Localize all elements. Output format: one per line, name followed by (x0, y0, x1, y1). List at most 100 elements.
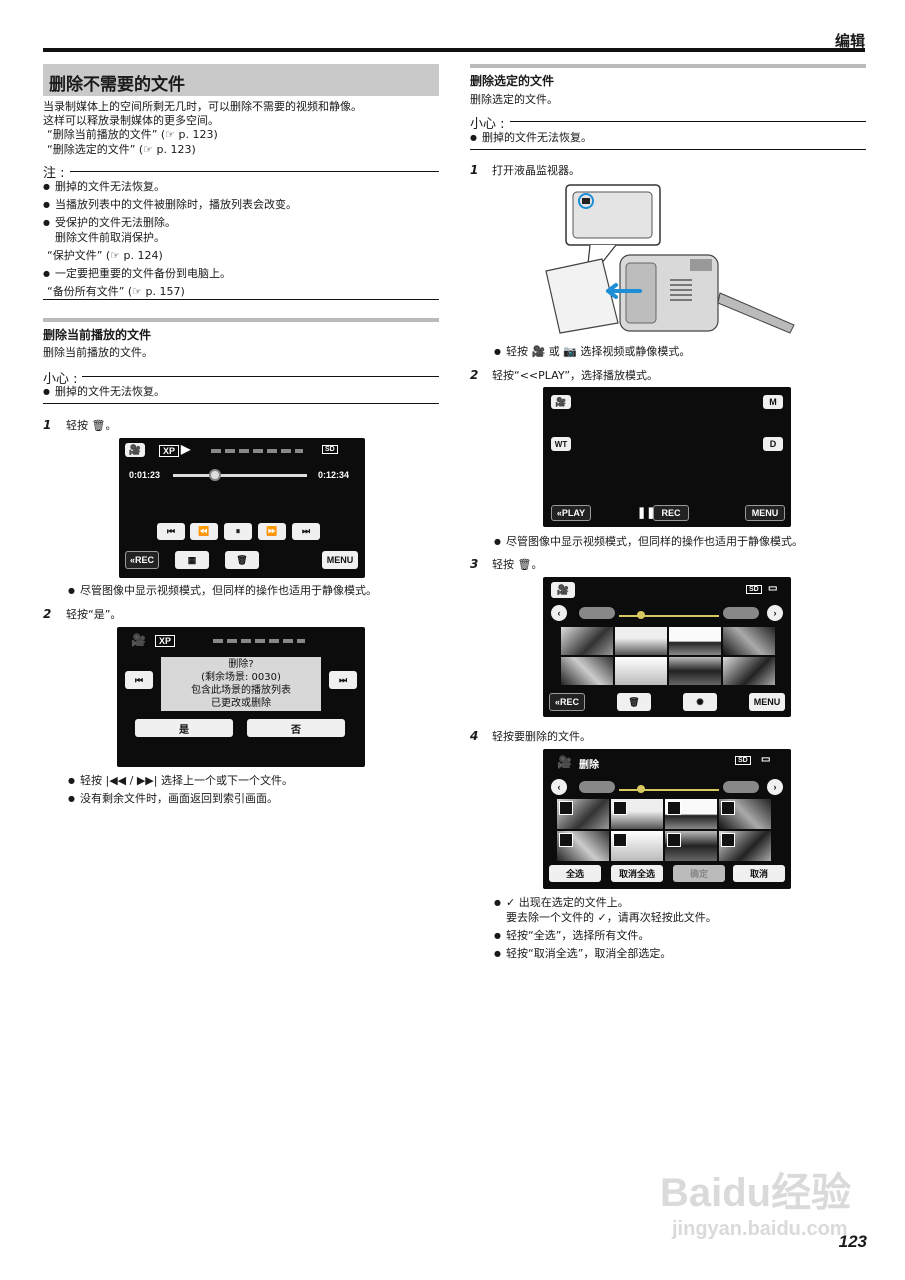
m-button[interactable]: M (763, 395, 783, 409)
file-info-bar (213, 639, 305, 643)
battery-icon: ▭ (768, 583, 778, 594)
confirm-button[interactable]: 确定 (673, 865, 725, 882)
section-desc: 删除选定的文件。 (470, 93, 558, 106)
select-checkbox[interactable] (613, 801, 627, 815)
select-all-button[interactable]: 全选 (549, 865, 601, 882)
video-mode-icon: 🎥 (557, 755, 572, 769)
timeline-bar (619, 615, 719, 617)
prev-page-icon[interactable]: ‹ (551, 605, 567, 621)
menu-button[interactable]: MENU (745, 505, 785, 521)
main-title-bar (43, 64, 439, 96)
cancel-button[interactable]: 取消 (733, 865, 785, 882)
ref-link-protect[interactable]: “保护文件” (☞ p. 124) (47, 249, 163, 262)
caution-item: 删掉的文件无法恢复。 (43, 385, 165, 399)
rec-button[interactable]: «REC (125, 551, 159, 569)
seek-bar[interactable] (173, 474, 307, 477)
trash-button[interactable]: 🗑 (617, 693, 651, 711)
note-end-rule (43, 299, 439, 300)
effect-button[interactable]: ✺ (683, 693, 717, 711)
rec-button[interactable]: «REC (549, 693, 585, 711)
next-file-button[interactable]: ⏭ (329, 671, 357, 689)
caution-heading: 小心 : (470, 117, 505, 132)
section-title-selected: 删除选定的文件 (470, 74, 555, 88)
record-screen: 🎥 M WT D «PLAY ❚❚ REC MENU (543, 387, 791, 527)
select-checkbox[interactable] (667, 801, 681, 815)
note-item: 受保护的文件无法删除。 (43, 216, 176, 230)
deselect-all-button[interactable]: 取消全选 (611, 865, 663, 882)
next-page-icon[interactable]: › (767, 779, 783, 795)
select-checkbox[interactable] (721, 801, 735, 815)
ref-link-selected[interactable]: “删除选定的文件” (☞ p. 123) (47, 143, 196, 156)
index-view-button[interactable]: ▦ (175, 551, 209, 569)
rewind-button[interactable]: ⏪ (190, 523, 218, 540)
step-text: 轻按 🗑。 (66, 419, 117, 432)
thumbnail[interactable] (723, 627, 775, 655)
thumbnail[interactable] (723, 657, 775, 685)
step-number: 2 (43, 607, 52, 621)
video-mode-icon[interactable]: 🎥 (551, 582, 575, 598)
skip-back-button[interactable]: ⏮ (157, 523, 185, 540)
rec-button[interactable]: REC (653, 505, 689, 521)
header-rule (43, 48, 865, 52)
timeline-marker[interactable] (637, 785, 645, 793)
sd-badge: SD (322, 445, 338, 454)
dialog-line: 包含此场景的播放列表 (191, 685, 291, 696)
ref-link-backup[interactable]: “备份所有文件” (☞ p. 157) (47, 285, 185, 298)
select-checkbox[interactable] (559, 833, 573, 847)
select-checkbox[interactable] (721, 833, 735, 847)
dialog-line: (剩余场景: 0030) (201, 672, 281, 683)
step-text: 轻按“<<PLAY”，选择播放模式。 (492, 369, 659, 382)
thumbnail[interactable] (615, 627, 667, 655)
video-mode-icon: 🎥 (125, 443, 145, 457)
fast-forward-button[interactable]: ⏩ (258, 523, 286, 540)
prev-page-icon[interactable]: ‹ (551, 779, 567, 795)
date-tab[interactable] (723, 607, 759, 619)
d-button[interactable]: D (763, 437, 783, 451)
note-item: 当播放列表中的文件被删除时，播放列表会改变。 (43, 198, 297, 212)
step-note-sub: 要去除一个文件的 ✓，请再次轻按此文件。 (506, 911, 717, 924)
ref-link-current[interactable]: “删除当前播放的文件” (☞ p. 123) (47, 128, 218, 141)
quality-badge: XP (155, 635, 176, 647)
step-text: 轻按“是”。 (66, 608, 122, 621)
quality-badge: XP (159, 445, 180, 457)
video-mode-icon (582, 198, 590, 204)
play-mode-button[interactable]: «PLAY (551, 505, 591, 521)
trash-button[interactable]: 🗑 (225, 551, 259, 569)
thumbnail[interactable] (669, 627, 721, 655)
dialog-line: 已更改或删除 (211, 698, 271, 709)
watermark-logo: Baidu经验 (660, 1171, 852, 1215)
select-checkbox[interactable] (613, 833, 627, 847)
select-checkbox[interactable] (667, 833, 681, 847)
select-checkbox[interactable] (559, 801, 573, 815)
thumbnail[interactable] (561, 627, 613, 655)
video-mode-icon[interactable]: 🎥 (551, 395, 571, 409)
thumbnail[interactable] (615, 657, 667, 685)
sd-badge: SD (735, 756, 751, 765)
wt-button[interactable]: WT (551, 437, 571, 451)
menu-button[interactable]: MENU (322, 551, 358, 569)
watermark-url: jingyan.baidu.com (672, 1218, 848, 1240)
caution-heading: 小心 : (43, 372, 78, 387)
confirm-dialog: 删除? (剩余场景: 0030) 包含此场景的播放列表 已更改或删除 (161, 657, 321, 711)
next-page-icon[interactable]: › (767, 605, 783, 621)
skip-forward-button[interactable]: ⏭ (292, 523, 320, 540)
date-tab[interactable] (579, 607, 615, 619)
note-item: 删掉的文件无法恢复。 (43, 180, 165, 194)
pause-button[interactable]: ⏸ (224, 523, 252, 540)
date-tab[interactable] (579, 781, 615, 793)
step-number: 1 (43, 418, 52, 432)
step-number: 1 (470, 163, 479, 177)
seek-knob[interactable] (208, 469, 221, 481)
no-button[interactable]: 否 (247, 719, 345, 737)
timeline-marker[interactable] (637, 611, 645, 619)
menu-button[interactable]: MENU (749, 693, 785, 711)
step-text: 打开液晶监视器。 (492, 164, 580, 177)
thumbnail[interactable] (561, 657, 613, 685)
previous-file-button[interactable]: ⏮ (125, 671, 153, 689)
index-screen: 🎥 SD ▭ ‹ › «REC 🗑 ✺ MENU (543, 577, 791, 717)
thumbnail[interactable] (669, 657, 721, 685)
step-note: 没有剩余文件时，画面返回到索引画面。 (68, 792, 278, 806)
date-tab[interactable] (723, 781, 759, 793)
yes-button[interactable]: 是 (135, 719, 233, 737)
video-mode-icon: 🎥 (131, 633, 146, 647)
